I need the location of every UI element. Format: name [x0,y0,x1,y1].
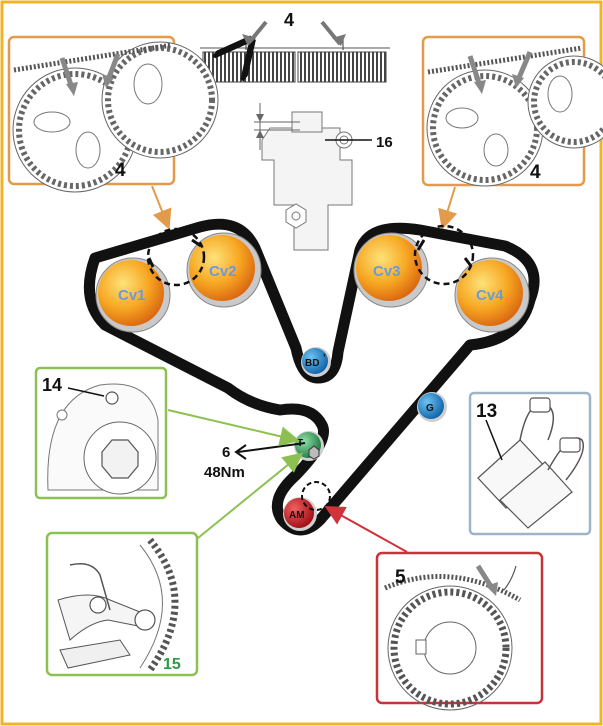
pulley-label-cv3: Cv3 [373,263,401,280]
pulley-bd: BD ’ [301,347,331,377]
pulley-cv1: Cv1 [95,257,171,333]
pointer-tool-detail [197,452,304,539]
timing-mark-circle-left [146,227,206,287]
pulley-g: G [417,392,447,422]
crank-mark-detail: 5 [375,551,544,711]
timing-mark-circle-crank [301,481,331,511]
timing-mark-cv1 [147,257,155,268]
pointer-crank-detail [324,506,408,553]
gear-icon [147,537,179,673]
callout-clip: 13 [476,401,497,422]
right-cam-mark-detail: 4 [421,35,603,187]
gear-icon [387,585,513,711]
gear-icon [102,42,218,158]
callout-torque-value: 48Nm [204,464,245,481]
arrow-icon [474,80,486,94]
arrow-icon [332,34,346,46]
arrow-icon [102,74,114,88]
pulley-label-cv1: Cv1 [118,287,146,304]
gear-icon [426,69,544,187]
pointer-right-detail [438,186,458,230]
callout-right-detail: 4 [530,162,541,183]
arrow-icon [512,74,524,88]
callout-tensioner-pin: 16 [376,134,393,151]
timing-mark-cv2 [191,238,202,248]
pulley-cv2: Cv2 [186,232,262,308]
callout-left-detail: 4 [115,160,126,181]
pulley-t: T [294,431,324,461]
timing-mark-cv3 [416,239,426,251]
pointer-left-detail [151,185,172,230]
callout-tensioner-hole: 14 [42,375,62,395]
callout-crank-detail: 5 [395,567,406,588]
pulley-label-cv4: Cv4 [476,287,504,304]
timing-belt [83,218,540,536]
callout-tool-detail: 15 [163,656,181,673]
left-cam-mark-detail: 4 [7,35,218,192]
pulley-label-g: G [426,403,434,414]
svg-text:’: ’ [323,353,326,364]
callout-top-marks: 4 [284,10,294,30]
clip-detail: 13 [468,391,592,536]
arrow-icon [66,82,78,96]
pulley-cv3: Cv3 [353,232,429,308]
pulley-label-cv2: Cv2 [209,263,237,280]
pulley-am: AM [283,497,317,531]
timing-mark-cv4 [463,257,473,267]
tool-detail: 15 [45,531,199,677]
tensioner-hole-detail: 14 [34,366,168,500]
pulley-label-bd: BD [305,358,319,369]
callout-torque-ref: 6 [222,444,230,461]
timing-mark-circle-right [413,224,475,286]
pulley-cv4: Cv4 [454,257,530,333]
pointer-tensioner-hole [167,409,300,447]
pulley-label-am: AM [289,510,305,521]
tensioner-bracket-detail: 16 [254,103,393,251]
clip-icon [477,397,584,529]
belt-marks-detail: 4 [200,10,390,83]
arrow-icon [242,34,256,46]
arrow-icon [486,582,498,596]
